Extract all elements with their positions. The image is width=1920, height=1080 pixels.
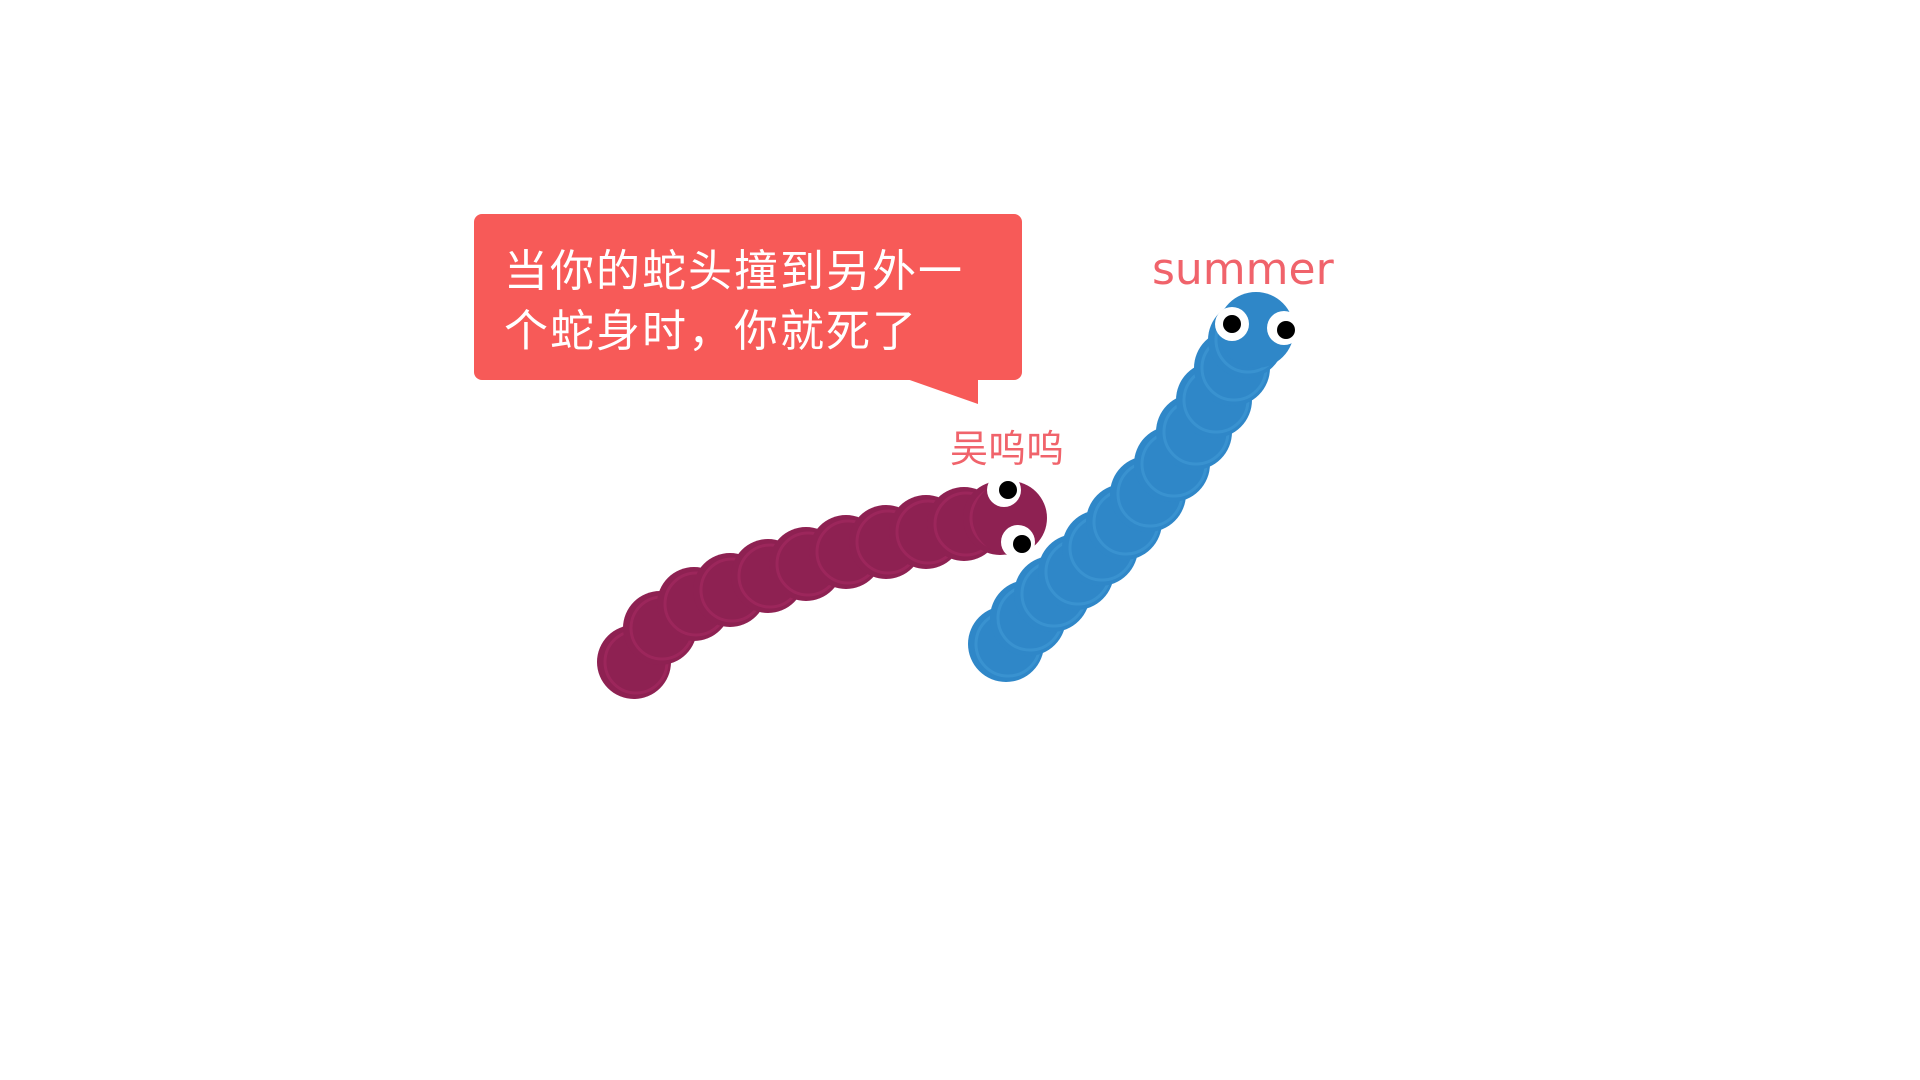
tooltip-tail: [904, 378, 978, 404]
enemy-snake: [968, 292, 1301, 682]
player-name-label: 吴呜呜: [950, 427, 1065, 471]
tooltip-text: 当你的蛇头撞到另外一个蛇身时，你就死了: [504, 246, 964, 357]
death-tip-tooltip: 当你的蛇头撞到另外一个蛇身时，你就死了: [474, 214, 1022, 380]
player-snake-eye-pupil: [999, 481, 1017, 499]
player-snake: [597, 473, 1047, 699]
enemy-snake-eye-pupil: [1223, 315, 1241, 333]
player-snake-eye-pupil: [1013, 535, 1031, 553]
enemy-name-label: summer: [1152, 244, 1334, 295]
enemy-snake-eye-pupil: [1277, 321, 1295, 339]
